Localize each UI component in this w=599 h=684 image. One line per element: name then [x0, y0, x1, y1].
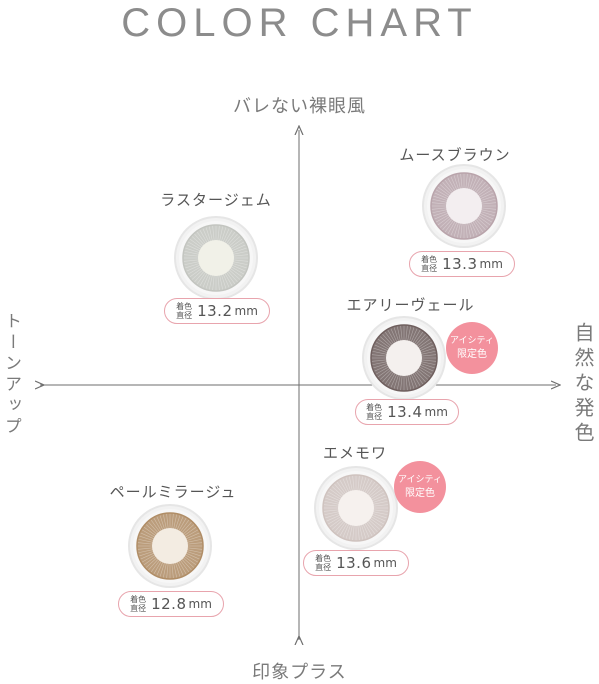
lens-mousse-brown[interactable]: [424, 166, 504, 246]
page-title: COLOR CHART: [121, 1, 478, 45]
lens-icon: [319, 471, 393, 545]
lens-icon: [133, 509, 207, 583]
lens-icon: [179, 221, 253, 295]
lens-name-ememowa: エメモワ: [322, 444, 387, 462]
lens-luster-gem[interactable]: [176, 218, 256, 298]
lens-ememowa[interactable]: [316, 468, 396, 548]
axis-label-left: トーンアップ: [1, 312, 21, 438]
lens-icon: [367, 321, 441, 395]
limited-color-badge: アイシティ限定色: [446, 322, 498, 374]
axis-label-top: バレない裸眼風: [233, 96, 366, 117]
lens-name-mousse-brown: ムースブラウン: [399, 146, 511, 164]
limited-color-badge: アイシティ限定色: [394, 461, 446, 513]
lens-name-luster-gem: ラスタージェム: [160, 191, 272, 209]
lens-name-pale-mirage: ペールミラージュ: [109, 483, 237, 501]
axis-label-right: 自然な発色: [571, 322, 595, 447]
lens-icon: [427, 169, 501, 243]
axis-label-bottom: 印象プラス: [252, 662, 347, 683]
lens-airy-veil[interactable]: [364, 318, 444, 398]
lens-pale-mirage[interactable]: [130, 506, 210, 586]
lens-name-airy-veil: エアリーヴェール: [346, 296, 475, 314]
